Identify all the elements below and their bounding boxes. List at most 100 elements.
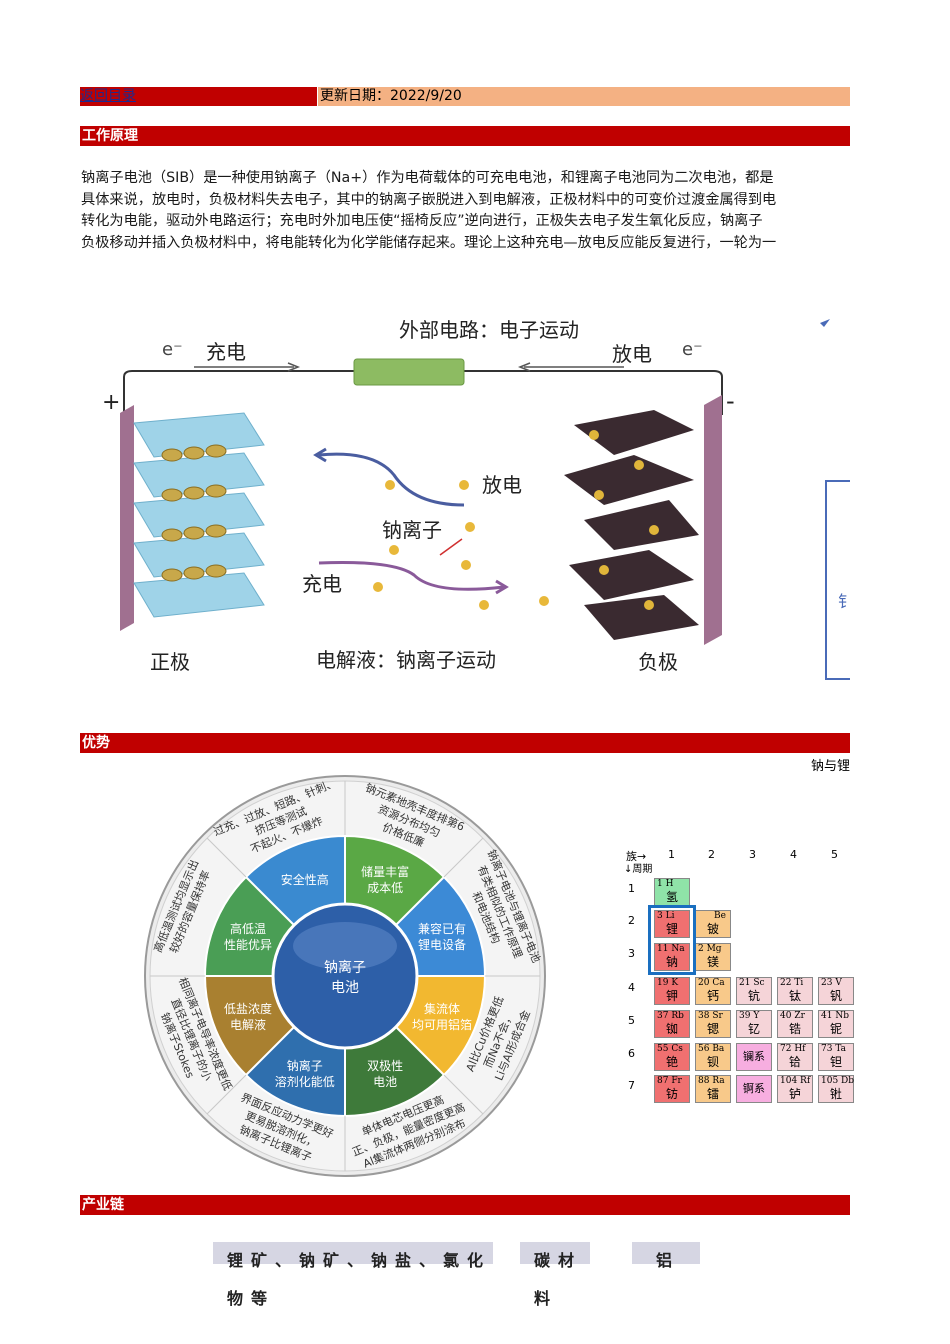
wheel-center-label: 电池 — [331, 980, 359, 996]
group-number: 4 — [790, 848, 797, 861]
sodium-ions — [373, 480, 549, 610]
update-date-bar: 更新日期：2022/9/20 — [318, 87, 850, 106]
wheel-inner-label: 性能优异 — [224, 938, 272, 952]
wheel-inner-label: 溶剂化能低 — [275, 1074, 335, 1089]
side-box — [825, 480, 850, 680]
update-date: 更新日期：2022/9/20 — [320, 88, 462, 104]
section-title: 产业链 — [82, 1197, 124, 1213]
section-title: 工作原理 — [82, 128, 138, 144]
chain-box-carbon: 碳材料 — [520, 1242, 590, 1308]
wheel-inner-label: 电池 — [373, 1075, 397, 1089]
principle-description: 钠离子电池（SIB）是一种使用钠离子（Na+）作为电荷载体的可充电电池，和锂离子… — [81, 168, 850, 254]
section-title: 优势 — [82, 735, 110, 751]
discharge-mid-label: 放电 — [482, 473, 522, 497]
back-to-contents-link[interactable]: 返回目录 — [80, 87, 317, 106]
chain-box-text: 铝 — [656, 1251, 681, 1270]
wheel-inner-label: 低盐浓度 — [224, 1001, 272, 1016]
wheel-center-label: 钠离子 — [324, 959, 366, 976]
cathode-electrode — [120, 405, 265, 631]
advantage-wheel: 储量丰富成本低钠元素地壳丰度排第6资源分布均匀价格低廉兼容已有锂电设备钠离子电池… — [144, 775, 546, 1177]
period-label: ↓周期 — [624, 864, 653, 875]
intro-line: 具体来说，放电时，负极材料失去电子，其中的钠离子嵌脱进入到电解液，正极材料中的可… — [81, 191, 777, 208]
minus-sign: - — [726, 387, 735, 415]
electrolyte-label: 电解液：钠离子运动 — [316, 648, 496, 672]
charge-ion-arrow — [318, 561, 505, 591]
cathode-label: 正极 — [150, 650, 190, 674]
group-number: 3 — [749, 848, 756, 861]
electron-left: e⁻ — [162, 339, 183, 360]
battery-principle-diagram: 外部电路：电子运动 e⁻ 充电 放电 e⁻ + - — [102, 318, 854, 680]
wheel-inner-label: 均可用铝箔 — [412, 1017, 472, 1032]
back-link-text[interactable]: 返回目录 — [80, 88, 136, 104]
plus-sign: + — [102, 390, 120, 415]
section-header-advantage: 优势 — [80, 733, 850, 753]
section-header-chain: 产业链 — [80, 1195, 850, 1215]
electron-right: e⁻ — [682, 339, 703, 360]
period-number: 1 — [628, 882, 635, 895]
period-number: 2 — [628, 914, 635, 927]
intro-line: 转化为电能，驱动外电路运行；充电时外加电压使“摇椅反应”逆向进行，正极失去电子发… — [81, 213, 763, 230]
intro-line: 负极移动并插入负极材料中，将电能转化为化学能储存起来。理论上这种充电—放电反应能… — [81, 234, 777, 251]
discharge-ion-arrow — [318, 452, 465, 507]
charge-mid-label: 充电 — [302, 572, 342, 596]
wheel-inner-label: 锂电设备 — [418, 937, 466, 952]
chain-box-aluminum: 铝 — [632, 1242, 700, 1270]
load-resistor — [353, 358, 465, 386]
sodium-ion-label: 钠离子 — [382, 518, 442, 542]
side-arrow — [820, 319, 830, 327]
group-number: 5 — [831, 848, 838, 861]
group-number: 1 — [668, 848, 675, 861]
charge-top-label: 充电 — [206, 340, 246, 364]
ion-pointer — [439, 538, 463, 556]
wheel-inner-label: 双极性 — [367, 1059, 403, 1073]
period-number: 4 — [628, 981, 635, 994]
chain-box-text: 锂矿、钠矿、钠盐、氯化物等 — [227, 1251, 492, 1308]
wheel-inner-label: 成本低 — [367, 881, 403, 895]
period-number: 5 — [628, 1014, 635, 1027]
chain-box-text: 碳材料 — [534, 1251, 583, 1308]
period-number: 7 — [628, 1079, 635, 1092]
element-cell: 镧系 — [736, 1043, 772, 1071]
group-label: 族→ — [626, 850, 647, 863]
wheel-inner-label: 钠离子 — [287, 1058, 323, 1073]
anode-electrode — [564, 395, 722, 645]
anode-label: 负极 — [638, 650, 678, 674]
period-number: 3 — [628, 947, 635, 960]
period-number: 6 — [628, 1047, 635, 1060]
wheel-inner-label: 储量丰富 — [361, 864, 409, 879]
discharge-top-label: 放电 — [612, 342, 652, 366]
chain-box-raw-materials: 锂矿、钠矿、钠盐、氯化物等 — [213, 1242, 493, 1308]
element-cell: 锕系 — [736, 1075, 772, 1103]
group-number: 2 — [708, 848, 715, 861]
external-circuit-label: 外部电路：电子运动 — [399, 318, 579, 342]
wheel-inner-label: 电解液 — [230, 1017, 266, 1032]
compare-caption: 钠与锂 — [810, 759, 850, 774]
side-text: 钅 — [838, 592, 854, 611]
intro-line: 钠离子电池（SIB）是一种使用钠离子（Na+）作为电荷载体的可充电电池，和锂离子… — [81, 170, 774, 186]
wheel-inner-label: 高低温 — [230, 921, 266, 936]
section-header-principle: 工作原理 — [80, 126, 850, 146]
wheel-inner-label: 兼容已有 — [418, 921, 466, 936]
